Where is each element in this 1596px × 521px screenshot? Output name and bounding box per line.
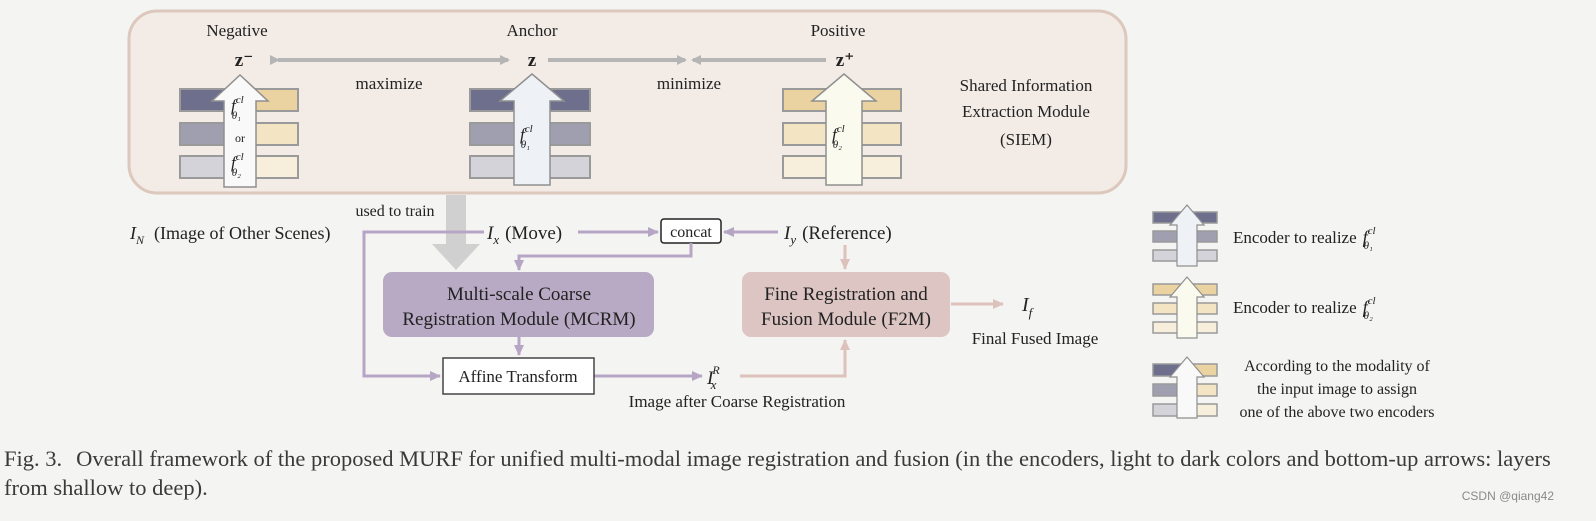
negative-encoder-or: or [235, 131, 245, 145]
maximize-label: maximize [355, 74, 422, 93]
mcrm-box [383, 272, 654, 337]
negative-encoder-arrow [210, 73, 270, 188]
concat-label: concat [670, 224, 712, 241]
ixr-to-f2m-arrow [740, 339, 850, 378]
ix-to-affine-arrow [362, 230, 484, 381]
ixr-caption: Image after Coarse Registration [629, 392, 846, 411]
if-caption: Final Fused Image [972, 329, 1099, 348]
positive-label: Positive [811, 21, 866, 40]
anchor-encoder [469, 73, 591, 186]
negative-encoder [179, 73, 299, 188]
mcrm-line2: Registration Module (MCRM) [402, 309, 635, 330]
legend-encoder2-icon [1152, 276, 1218, 339]
watermark: CSDN @qiang42 [1461, 489, 1554, 503]
figure-caption: Fig. 3.Overall framework of the proposed… [4, 444, 1564, 502]
affine-box [442, 357, 595, 395]
z-positive: z⁺ [836, 50, 854, 71]
anchor-label: Anchor [507, 21, 558, 40]
minimize-label: minimize [657, 74, 721, 93]
f2m-line2: Fusion Module (F2M) [761, 309, 931, 330]
mcrm-line1: Multi-scale Coarse [447, 284, 591, 305]
siem-title-line2: Extraction Module [962, 102, 1090, 121]
anchor-encoder-arrow [497, 73, 567, 186]
legend-mixed-line2: the input image to assign [1257, 381, 1417, 398]
framework-diagram: Negative Anchor Positive z⁻ z z⁺ maximiz… [127, 9, 1435, 421]
concat-to-mcrm-arrow [514, 243, 693, 271]
affine-label: Affine Transform [458, 367, 577, 386]
ix-input-label: Ix(Move) [486, 223, 562, 247]
legend-mixed-line1: According to the modality of [1244, 358, 1430, 375]
z-anchor: z [528, 50, 537, 71]
positive-encoder [782, 73, 902, 186]
legend-encoder1-icon [1152, 204, 1218, 267]
f2m-box [742, 272, 950, 337]
legend-mixed-line3: one of the above two encoders [1239, 404, 1434, 421]
z-negative: z⁻ [235, 50, 253, 71]
used-to-train-label: used to train [355, 203, 434, 220]
if-label: If [1021, 294, 1035, 320]
f2m-line1: Fine Registration and [764, 284, 928, 305]
iy-input-label: Iy(Reference) [783, 223, 892, 247]
caption-text: Overall framework of the proposed MURF f… [4, 446, 1551, 500]
negative-label: Negative [206, 21, 267, 40]
siem-title-line3: (SIEM) [1000, 130, 1052, 149]
siem-title-line1: Shared Information [960, 76, 1093, 95]
legend-mixed-encoder-icon [1152, 356, 1218, 419]
figure-number: Fig. 3. [4, 446, 63, 471]
in-input-label: IN(Image of Other Scenes) [129, 223, 330, 247]
positive-encoder-arrow [809, 73, 879, 186]
